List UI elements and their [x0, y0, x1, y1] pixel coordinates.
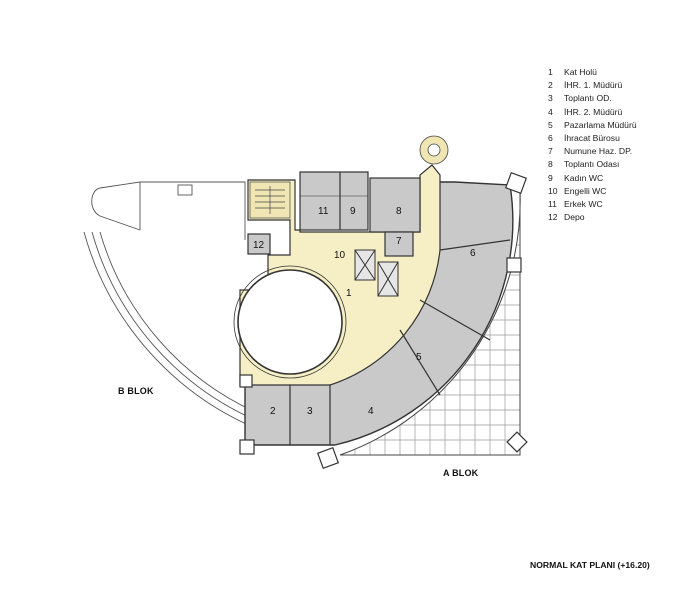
room-label-4: 4 [368, 406, 374, 417]
room-label-11: 11 [318, 206, 329, 217]
columns [239, 171, 528, 470]
b-blok-outline [83, 181, 261, 431]
room-label-8: 8 [396, 206, 402, 217]
legend-item: 6 İhracat Bürosu [548, 132, 637, 145]
legend-item: 10 Engelli WC [548, 185, 637, 198]
legend-number: 4 [548, 106, 553, 117]
service-rooms [247, 171, 421, 257]
legend-item: 5 Pazarlama Müdürü [548, 119, 637, 132]
legend-item: 11 Erkek WC [548, 198, 637, 211]
legend-number: 7 [548, 146, 553, 157]
room-label-12: 12 [253, 240, 265, 251]
b-blok-label: B BLOK [118, 386, 154, 396]
room-labels: 1 2 3 4 5 6 7 8 9 10 11 12 [253, 206, 476, 417]
legend-label: İHR. 2. Müdürü [564, 106, 623, 117]
legend-label: İhracat Bürosu [564, 132, 620, 143]
office-partitions [289, 239, 511, 445]
room-legend: 1 Kat Holü 2 İHR. 1. Müdürü 3 Toplantı OD. 4 İH… [548, 66, 637, 224]
room-label-5: 5 [416, 352, 422, 363]
stair-block [249, 181, 291, 219]
legend-number: 5 [548, 119, 553, 130]
a-blok-outline [339, 189, 521, 456]
legend-number: 8 [548, 159, 553, 170]
legend-item: 9 Kadın WC [548, 172, 637, 185]
room-label-6: 6 [470, 248, 476, 259]
legend-number: 1 [548, 67, 553, 77]
spiral-stair [419, 135, 449, 165]
legend-number: 10 [548, 185, 558, 196]
room-label-3: 3 [307, 406, 313, 417]
legend-number: 6 [548, 132, 553, 143]
room-label-2: 2 [270, 406, 276, 417]
room-label-1: 1 [346, 288, 352, 299]
legend-number: 9 [548, 172, 553, 183]
legend-label: Toplantı OD. [564, 93, 612, 104]
elevators [354, 249, 399, 297]
legend-label: Numune Haz. DP. [564, 146, 633, 157]
a-blok-label: A BLOK [443, 468, 479, 478]
legend-label: Toplantı Odası [564, 159, 620, 170]
legend-number: 12 [548, 212, 558, 223]
legend-label: İHR. 1. Müdürü [564, 80, 623, 91]
legend-label: Kat Holü [564, 67, 597, 77]
legend-number: 11 [548, 198, 557, 209]
room-label-10: 10 [334, 250, 346, 261]
legend-label: Engelli WC [564, 185, 607, 196]
legend-number: 2 [548, 80, 553, 91]
room-label-9: 9 [350, 206, 356, 217]
legend-item: 7 Numune Haz. DP. [548, 145, 637, 158]
legend-item: 4 İHR. 2. Müdürü [548, 106, 637, 119]
legend-item: 2 İHR. 1. Müdürü [548, 79, 637, 92]
legend-label: Pazarlama Müdürü [564, 119, 637, 130]
atrium-void [237, 269, 343, 375]
legend-label: Erkek WC [564, 198, 603, 209]
legend-item: 3 Toplantı OD. [548, 92, 637, 105]
legend-number: 3 [548, 93, 553, 104]
plan-title: NORMAL KAT PLANI (+16.20) [530, 560, 650, 570]
legend-item: 8 Toplantı Odası [548, 158, 637, 171]
legend-label: Depo [564, 212, 585, 223]
legend-item: 1 Kat Holü [548, 66, 637, 79]
legend-label: Kadın WC [564, 172, 604, 183]
room-label-7: 7 [396, 236, 402, 247]
legend-item: 12 Depo [548, 211, 637, 224]
